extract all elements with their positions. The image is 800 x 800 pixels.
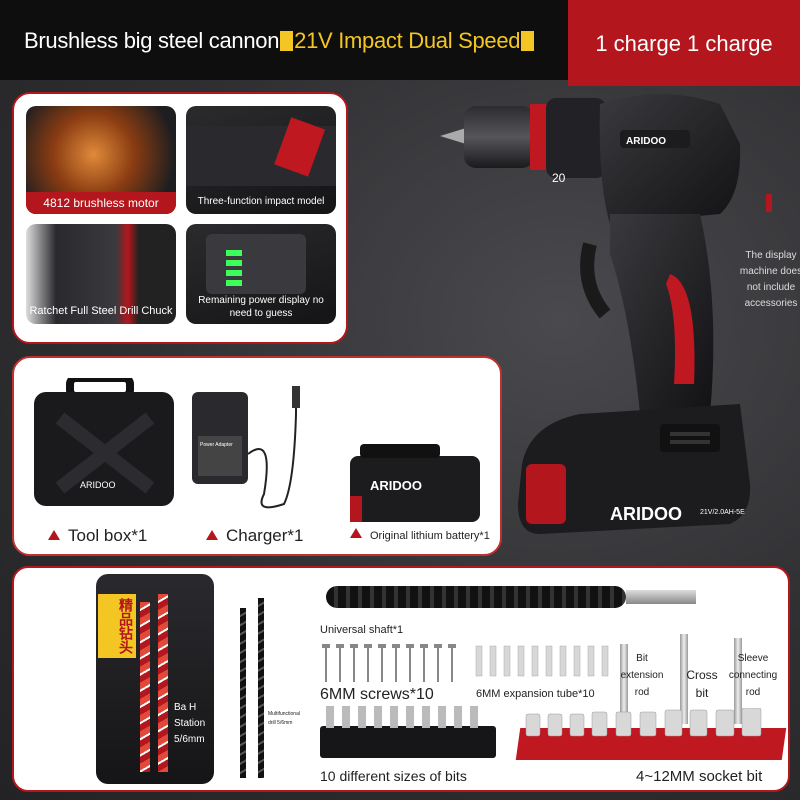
drill-bit [140,602,150,772]
expansion-tube-label: 6MM expansion tube*10 [476,688,595,700]
multifunctional-label: Multifunctional drill 5/6mm [268,711,300,726]
charger-label: Charger*1 [206,526,304,546]
tile-motor: 4812 brushless motor [26,106,176,214]
triangle-icon [350,528,362,538]
charge-badge-text: 1 charge 1 charge [595,31,773,56]
sockets-row [525,708,762,737]
toolbox-label: Tool box*1 [48,526,147,546]
universal-shaft-label: Universal shaft*1 [320,624,404,636]
extension-rod [620,644,628,724]
cross-bit-label: Cross bit [686,668,718,700]
tile-impact: Three-function impact model [186,106,336,214]
title-prefix: Brushless big steel cannon [24,28,280,53]
shaft-tip [626,590,696,604]
bit-holder [320,726,496,758]
feature-panel: 4812 brushless motor Three-function impa… [12,92,348,344]
drill-bits-box: 精品钻头 Ba H Station 5/6mm [96,574,214,784]
drill-illustration: 20 ARIDOO ARIDOO 21V/2.0AH-5E [440,94,772,534]
toolbox-icon: ARIDOO [34,378,174,506]
title-highlight: 21V Impact Dual Speed [294,28,521,53]
battery-accessory-brand: ARIDOO [370,478,422,493]
toolbox-brand: ARIDOO [80,480,116,490]
battery-label: Original lithium battery*1 [350,528,490,542]
battery-spec-label: 21V/2.0AH-5E [700,509,745,516]
bits-row [326,706,478,728]
tile-chuck-caption: Ratchet Full Steel Drill Chuck [29,305,173,317]
socket-bit-label: 4~12MM socket bit [636,768,763,785]
tile-power: Remaining power display no need to guess [186,224,336,324]
tile-power-caption: Remaining power display no need to guess [198,295,324,319]
cross-bit-rod [680,634,688,724]
premium-tag: 精品钻头 [98,594,136,658]
sleeve-rod-label: Sleeve connecting rod [728,653,778,698]
adapter-label: Power Adapter [200,442,233,448]
drill-chuck [464,106,534,168]
triangle-icon [48,530,60,540]
triangle-icon [206,530,218,540]
charger-icon: Power Adapter [192,386,300,509]
twist-bit [240,608,246,778]
tile-motor-caption: 4812 brushless motor [26,192,176,214]
drill-brand-label: ARIDOO [626,136,666,147]
clutch-number: 20 [552,171,566,185]
sleeve-rod [734,638,742,724]
gear-ring-icon [186,117,336,186]
screws-label: 6MM screws*10 [320,686,434,703]
bracket-glyph [521,31,535,51]
bit-extension-label: Bit extension rod [620,653,664,698]
battery-brand-label: ARIDOO [610,504,682,524]
bits-panel: 精品钻头 Ba H Station 5/6mm Multifunctional … [12,566,790,792]
drill-handle [610,214,714,414]
drill-station-label: Ba H Station 5/6mm [174,702,206,745]
tile-impact-caption: Three-function impact model [197,196,325,207]
tile-chuck: Ratchet Full Steel Drill Chuck [26,224,176,324]
twist-bit [258,598,264,778]
bracket-glyph [280,31,294,51]
battery-icon: ARIDOO [350,444,480,522]
bit-sizes-label: 10 different sizes of bits [320,768,467,784]
expansion-tubes-illustration [475,645,609,677]
header-title: Brushless big steel cannon 21V Impact Dua… [24,28,535,54]
screws-illustration [322,644,456,682]
accessories-panel: ARIDOO Tool box*1 Power Adapter Charger*… [12,356,502,556]
drill-bit [158,594,168,772]
display-note: The display machine does not include acc… [739,250,800,309]
universal-shaft [326,586,626,608]
charge-badge: 1 charge 1 charge [568,0,800,86]
battery-level-icon [206,234,306,294]
